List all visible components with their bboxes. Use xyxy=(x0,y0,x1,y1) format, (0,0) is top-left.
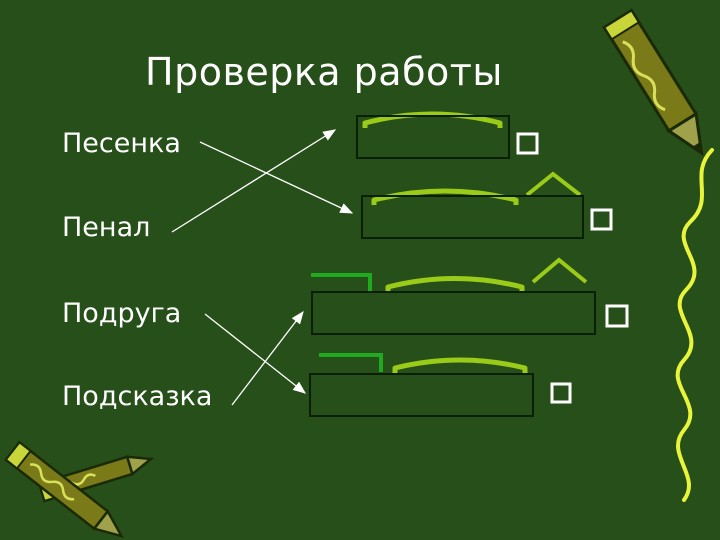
pencil-icon xyxy=(602,8,704,157)
word-scheme-3 xyxy=(311,257,629,335)
prefix-mark xyxy=(311,273,372,293)
crossed-pencils-icon xyxy=(4,440,155,538)
root-arc xyxy=(392,357,528,371)
ending-box xyxy=(311,291,596,335)
suffix-mark xyxy=(525,171,582,197)
arrow-pesenka xyxy=(199,141,354,214)
arrow-penal xyxy=(171,129,337,233)
root-arc xyxy=(385,276,525,290)
root-arc xyxy=(362,111,503,126)
slide-title: Проверка работы xyxy=(145,50,503,94)
word-podskazka: Подсказка xyxy=(62,381,213,412)
checkbox-icon xyxy=(605,304,629,328)
checkbox-icon xyxy=(590,208,613,231)
ending-box xyxy=(356,115,510,159)
ending-box xyxy=(309,373,534,417)
checkbox-icon xyxy=(550,382,572,404)
arrow-podruga xyxy=(204,313,307,394)
word-scheme-4 xyxy=(309,353,572,417)
word-scheme-1 xyxy=(356,111,539,159)
word-scheme-2 xyxy=(361,171,613,239)
word-pesenka: Песенка xyxy=(62,128,181,159)
prefix-mark xyxy=(319,353,383,372)
decorative-squiggle xyxy=(675,148,714,502)
ending-box xyxy=(361,195,584,239)
arrow-podskazka xyxy=(231,310,304,406)
word-podruga: Подруга xyxy=(62,298,182,329)
checkbox-icon xyxy=(516,132,539,155)
word-penal: Пенал xyxy=(62,212,151,243)
suffix-mark xyxy=(531,257,588,284)
